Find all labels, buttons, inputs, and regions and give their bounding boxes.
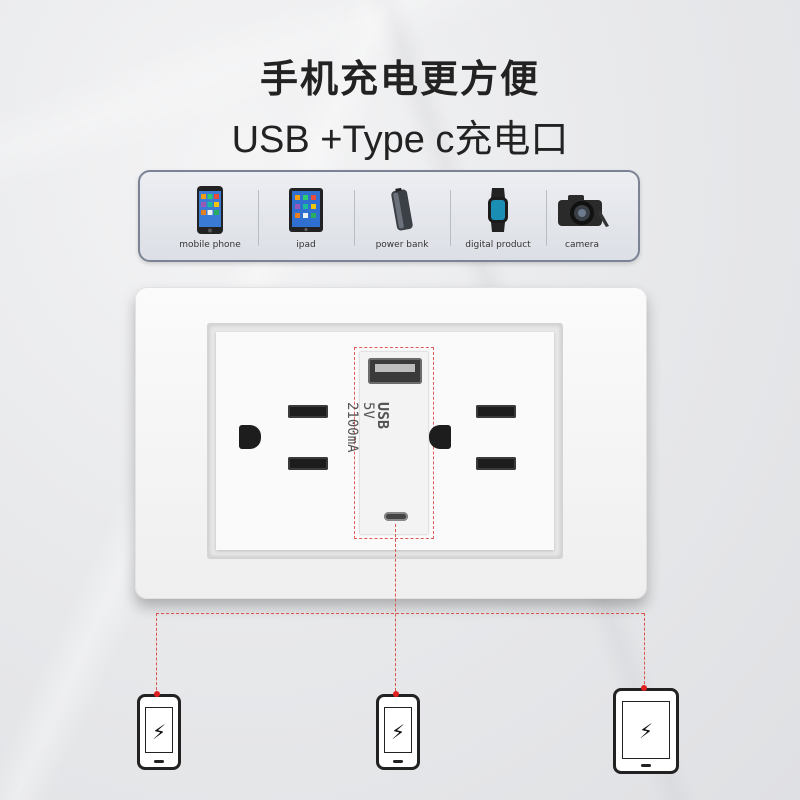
usb-c-port[interactable] xyxy=(384,512,408,521)
divider xyxy=(546,190,547,246)
wire-horizontal xyxy=(156,613,644,614)
smartphone-icon xyxy=(162,182,258,238)
socket-frame: USB 5V 2100mA xyxy=(207,323,563,559)
headline-subtitle: USB +Type c充电口 xyxy=(231,119,569,161)
device-camera: camera xyxy=(534,182,630,250)
connection-dot xyxy=(393,691,399,697)
lightning-bolt-icon: ⚡︎ xyxy=(638,719,654,743)
usb-a-port[interactable] xyxy=(368,358,422,384)
divider xyxy=(450,190,451,246)
wire-right-vertical xyxy=(644,613,645,689)
wire-left-vertical xyxy=(156,613,157,695)
socket-face: USB 5V 2100mA xyxy=(216,332,554,550)
device-label: power bank xyxy=(375,240,429,250)
outlet-right-ground-hole[interactable] xyxy=(429,425,451,449)
usb-a-tongue xyxy=(375,364,415,372)
tablet-icon xyxy=(258,182,354,238)
headline-title: 手机充电更方便 xyxy=(259,57,540,101)
outlet-left-top-slot[interactable] xyxy=(288,405,328,418)
wall-socket-plate: USB 5V 2100mA xyxy=(135,287,647,599)
tablet-charging-icon: ⚡︎ xyxy=(613,688,679,774)
outlet-left-bottom-slot[interactable] xyxy=(288,457,328,470)
phone-charging-icon: ⚡︎ xyxy=(137,694,181,770)
usb-charging-module: USB 5V 2100mA xyxy=(344,347,434,539)
usb-current-text: 2100mA xyxy=(344,402,360,453)
phone-charging-icon: ⚡︎ xyxy=(376,694,420,770)
device-label: mobile phone xyxy=(179,240,241,250)
outlet-left-ground-hole[interactable] xyxy=(239,425,261,449)
device-power-bank: power bank xyxy=(354,182,450,250)
connection-dot xyxy=(154,691,160,697)
device-mobile-phone: mobile phone xyxy=(162,182,258,250)
outlet-right-bottom-slot[interactable] xyxy=(476,457,516,470)
usb-brand-text: USB xyxy=(374,402,392,430)
smartwatch-icon xyxy=(450,182,546,238)
compatible-devices-panel: mobile phone ipad pow xyxy=(138,170,640,262)
power-bank-icon xyxy=(354,182,450,238)
connection-dot xyxy=(641,685,647,691)
camera-icon xyxy=(534,182,630,238)
outlet-right-top-slot[interactable] xyxy=(476,405,516,418)
lightning-bolt-icon: ⚡︎ xyxy=(151,720,167,744)
divider xyxy=(258,190,259,246)
device-label: digital product xyxy=(465,240,531,250)
device-digital-product: digital product xyxy=(450,182,546,250)
usb-voltage-text: 5V xyxy=(360,402,376,419)
wire-center-vertical xyxy=(395,524,396,696)
device-label: ipad xyxy=(296,240,316,250)
divider xyxy=(354,190,355,246)
lightning-bolt-icon: ⚡︎ xyxy=(390,720,406,744)
device-label: camera xyxy=(565,240,599,250)
device-ipad: ipad xyxy=(258,182,354,250)
